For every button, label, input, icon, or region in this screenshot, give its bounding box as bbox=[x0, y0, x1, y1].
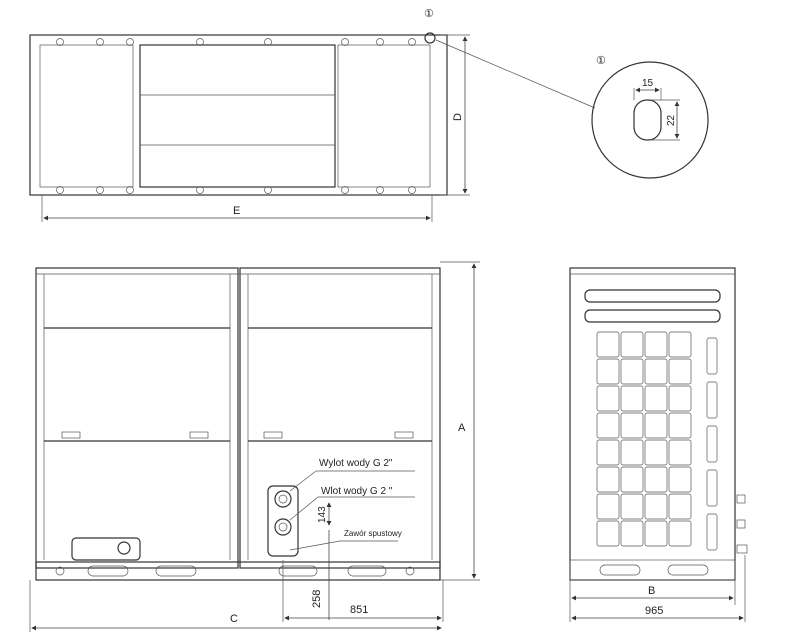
mounting-hole bbox=[376, 186, 384, 194]
front-view: Wylot wody G 2" Wlot wody G 2 " Zawór sp… bbox=[29, 261, 480, 632]
width-15-label: 15 bbox=[642, 78, 654, 89]
mounting-hole bbox=[126, 38, 134, 46]
detail-marker: ① bbox=[596, 55, 606, 67]
grille-cell bbox=[644, 439, 668, 466]
water-outlet bbox=[274, 490, 292, 508]
mounting-hole bbox=[264, 38, 272, 46]
grille-cell bbox=[668, 412, 692, 439]
grille-cell bbox=[644, 331, 668, 358]
drain-valve-label: Zawór spustowy bbox=[344, 529, 402, 538]
grille-cell bbox=[596, 358, 620, 385]
grille-cell bbox=[644, 412, 668, 439]
grille-cell bbox=[668, 493, 692, 520]
mounting-hole bbox=[408, 186, 416, 194]
dimension-d-label: D bbox=[452, 113, 464, 121]
mounting-hole bbox=[56, 38, 64, 46]
grille-cell bbox=[620, 331, 644, 358]
mounting-hole bbox=[376, 38, 384, 46]
side-slot bbox=[706, 381, 718, 419]
grille-cell bbox=[644, 466, 668, 493]
mounting-hole bbox=[126, 186, 134, 194]
grille-cell bbox=[596, 331, 620, 358]
water-inlet bbox=[274, 518, 292, 536]
grille-cell bbox=[620, 385, 644, 412]
grille-cell bbox=[596, 412, 620, 439]
dimension-a-label: A bbox=[458, 422, 466, 434]
grille-cell bbox=[644, 385, 668, 412]
grille-cell bbox=[668, 439, 692, 466]
hole-detail-callout: ① 15 22 bbox=[591, 55, 709, 179]
grille-cell bbox=[668, 385, 692, 412]
mounting-hole bbox=[196, 186, 204, 194]
mounting-hole bbox=[96, 186, 104, 194]
grille-cell bbox=[668, 520, 692, 547]
mounting-hole-detail bbox=[424, 32, 436, 44]
grille-cell bbox=[620, 493, 644, 520]
dimension-e-label: E bbox=[233, 205, 240, 217]
callout-marker: ① bbox=[424, 8, 434, 20]
grille-cell bbox=[620, 439, 644, 466]
mounting-hole bbox=[196, 38, 204, 46]
inlet-label: Wlot wody G 2 " bbox=[321, 486, 393, 497]
grille-cell bbox=[620, 466, 644, 493]
grille-cell bbox=[596, 493, 620, 520]
base-rail bbox=[35, 561, 441, 581]
grille-cell bbox=[644, 358, 668, 385]
grille-cell bbox=[644, 520, 668, 547]
grille-cell bbox=[668, 331, 692, 358]
water-connection-panel bbox=[267, 485, 299, 557]
side-slot bbox=[706, 469, 718, 507]
grille-cell bbox=[620, 520, 644, 547]
grille-cell bbox=[644, 493, 668, 520]
mounting-hole bbox=[408, 38, 416, 46]
grille-cell bbox=[620, 412, 644, 439]
dimension-965-label: 965 bbox=[645, 605, 663, 617]
dimension-c-label: C bbox=[230, 613, 238, 625]
height-22-label: 22 bbox=[666, 114, 677, 126]
mounting-hole bbox=[341, 186, 349, 194]
electrical-box bbox=[71, 537, 141, 561]
side-view: B 965 bbox=[569, 267, 748, 622]
mounting-hole bbox=[56, 186, 64, 194]
mounting-hole bbox=[264, 186, 272, 194]
grille-cell bbox=[596, 439, 620, 466]
dimension-143-label: 143 bbox=[317, 506, 328, 523]
grille-cell bbox=[596, 466, 620, 493]
dimension-b-label: B bbox=[648, 585, 655, 597]
oval-hole bbox=[633, 99, 662, 141]
top-view: ① D E bbox=[29, 8, 596, 222]
side-slot bbox=[706, 513, 718, 551]
mounting-hole bbox=[341, 38, 349, 46]
dimension-258-label: 258 bbox=[311, 590, 323, 608]
mounting-hole bbox=[96, 38, 104, 46]
grille-cell bbox=[596, 520, 620, 547]
grille-cell bbox=[596, 385, 620, 412]
outlet-label: Wylot wody G 2" bbox=[319, 458, 393, 469]
side-slot bbox=[706, 337, 718, 375]
grille-cell bbox=[668, 358, 692, 385]
dimension-851-label: 851 bbox=[350, 604, 368, 616]
grille-cell bbox=[620, 358, 644, 385]
side-slot bbox=[706, 425, 718, 463]
grille-cell bbox=[668, 466, 692, 493]
